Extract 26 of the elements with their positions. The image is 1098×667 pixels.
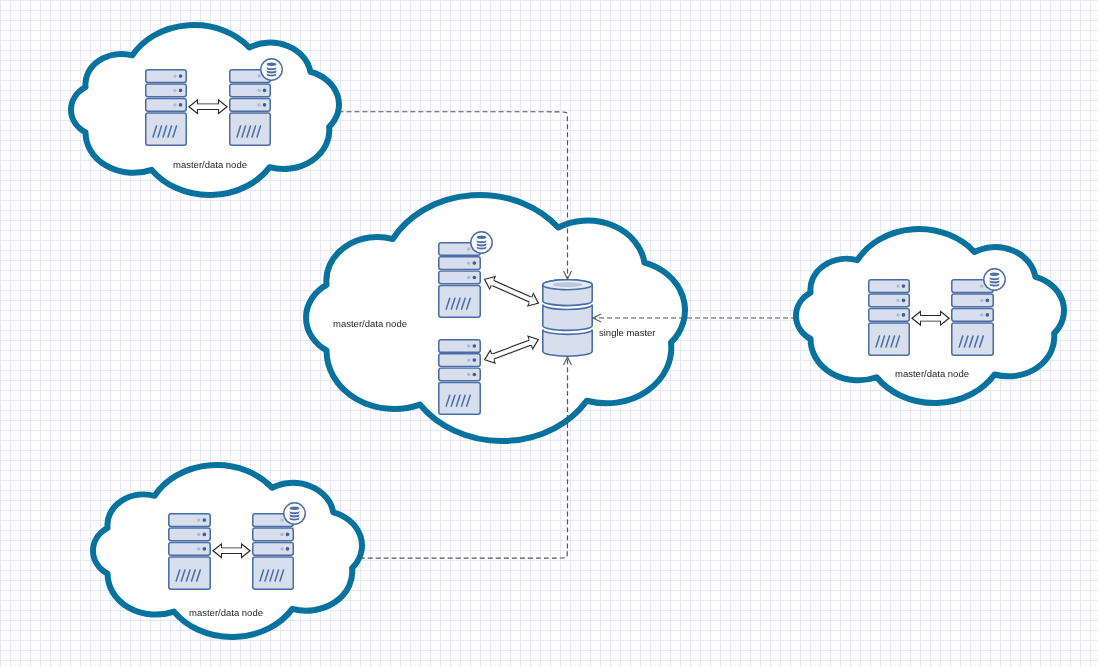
dashed-arrow — [359, 356, 573, 559]
double-arrow — [212, 542, 251, 559]
double-arrow — [188, 98, 228, 115]
database-cylinder — [542, 279, 593, 357]
cloud-shape — [68, 22, 342, 198]
node-label: master/data node — [333, 318, 407, 330]
double-arrow — [911, 310, 950, 327]
double-arrow — [483, 275, 540, 307]
server-icon — [168, 513, 211, 590]
node-caption: single master — [599, 327, 656, 339]
server-icon — [438, 242, 481, 318]
cloud-shape — [793, 226, 1067, 406]
node-label: master/data node — [895, 368, 969, 380]
node-label: master/data node — [189, 607, 263, 619]
server-icon — [252, 513, 294, 590]
server-icon — [438, 339, 481, 415]
dashed-arrow — [592, 313, 797, 323]
cloud-shape — [90, 462, 365, 640]
double-arrow — [483, 335, 540, 364]
node-label: master/data node — [173, 159, 247, 171]
dashed-arrow — [337, 111, 573, 280]
server-icon — [145, 69, 187, 146]
server-icon — [229, 69, 271, 146]
server-icon — [868, 279, 910, 356]
server-icon — [951, 279, 994, 356]
cloud-shape — [303, 192, 688, 444]
